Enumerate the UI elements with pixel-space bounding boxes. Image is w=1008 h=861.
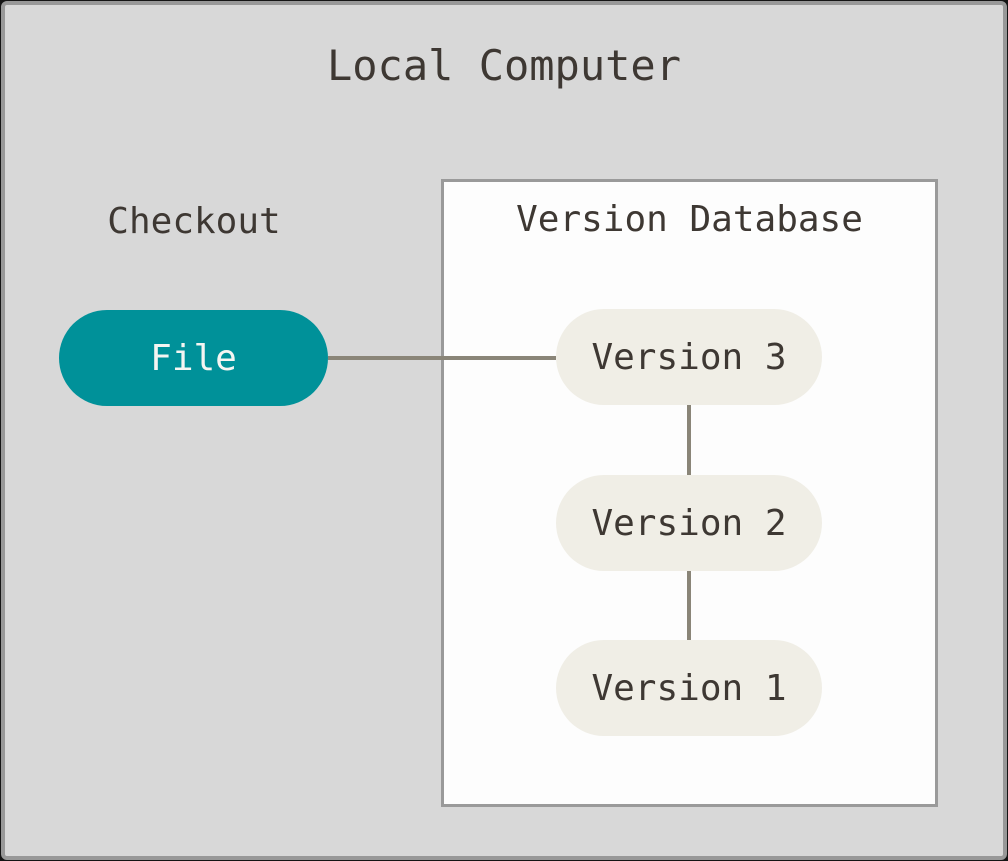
version-3-node: Version 3 xyxy=(556,309,822,405)
version-database-title: Version Database xyxy=(444,198,935,242)
connector-version-3-to-version-2 xyxy=(687,404,691,475)
checkout-label: Checkout xyxy=(59,200,329,244)
connector-version-2-to-version-1 xyxy=(687,570,691,640)
version-1-node: Version 1 xyxy=(556,640,822,736)
connector-file-to-version-3 xyxy=(328,356,556,360)
version-2-node: Version 2 xyxy=(556,475,822,571)
file-node: File xyxy=(59,310,328,406)
diagram-title: Local Computer xyxy=(5,40,1003,92)
